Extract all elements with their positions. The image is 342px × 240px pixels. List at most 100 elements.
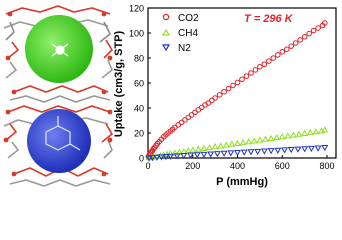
point-n2 xyxy=(307,145,315,152)
point-ch4 xyxy=(189,146,197,153)
legend: CO2 CH4 N2 xyxy=(161,13,199,54)
point-ch4 xyxy=(301,129,309,136)
framework-nodes xyxy=(3,11,113,177)
point-ch4 xyxy=(278,133,286,140)
y-tick-label: 40 xyxy=(134,104,144,114)
point-ch4 xyxy=(273,134,281,141)
y-axis-label: Uptake (cm3/g, STP) xyxy=(113,30,125,137)
mof-structure-illustration xyxy=(3,5,114,187)
point-n2 xyxy=(227,150,235,157)
point-n2 xyxy=(145,155,153,162)
point-n2 xyxy=(162,154,170,161)
point-n2 xyxy=(294,146,302,153)
point-n2 xyxy=(207,151,215,158)
cage-center-ligand-top xyxy=(51,43,69,57)
point-co2 xyxy=(322,20,328,26)
y-tick-label: 80 xyxy=(134,54,144,64)
point-co2 xyxy=(257,63,263,70)
point-n2 xyxy=(301,146,309,153)
point-co2 xyxy=(252,67,259,73)
x-axis-label: P (mmHg) xyxy=(216,176,268,188)
x-tick-label: 800 xyxy=(320,161,335,171)
point-co2 xyxy=(301,33,308,40)
point-n2 xyxy=(274,147,282,154)
legend-item-co2: CO2 xyxy=(162,13,199,24)
point-ch4 xyxy=(217,142,225,149)
point-n2 xyxy=(267,148,275,155)
point-n2 xyxy=(153,154,161,161)
legend-label-co2: CO2 xyxy=(178,13,199,24)
point-n2 xyxy=(193,152,201,159)
point-co2 xyxy=(261,61,268,68)
point-co2 xyxy=(239,76,245,83)
point-ch4 xyxy=(306,129,314,136)
point-co2 xyxy=(270,55,277,61)
point-n2 xyxy=(321,145,329,152)
point-co2 xyxy=(297,37,303,43)
legend-marker-co2 xyxy=(162,13,170,21)
point-n2 xyxy=(180,153,188,160)
point-ch4 xyxy=(312,128,320,135)
legend-item-n2: N2 xyxy=(161,43,191,54)
point-n2 xyxy=(240,149,248,156)
point-co2 xyxy=(248,70,254,76)
point-ch4 xyxy=(222,141,230,148)
point-ch4 xyxy=(239,139,247,146)
point-ch4 xyxy=(256,136,264,143)
point-n2 xyxy=(166,153,174,160)
legend-marker-n2 xyxy=(161,44,171,52)
point-ch4 xyxy=(200,144,208,151)
temperature-annotation: T = 296 K xyxy=(244,13,294,25)
point-ch4 xyxy=(228,140,236,147)
point-co2 xyxy=(288,43,295,49)
point-ch4 xyxy=(295,130,303,137)
point-n2 xyxy=(287,147,295,154)
x-tick-label: 0 xyxy=(145,161,150,171)
point-co2 xyxy=(306,30,312,37)
point-n2 xyxy=(260,148,268,155)
point-ch4 xyxy=(194,145,202,152)
point-co2 xyxy=(275,52,281,58)
point-co2 xyxy=(292,40,299,46)
point-n2 xyxy=(247,149,255,156)
point-n2 xyxy=(187,152,194,159)
point-ch4 xyxy=(290,131,297,138)
point-co2 xyxy=(234,79,241,86)
point-co2 xyxy=(243,73,250,79)
x-tick-label: 600 xyxy=(275,161,290,171)
point-n2 xyxy=(254,148,262,155)
point-ch4 xyxy=(321,126,329,133)
point-ch4 xyxy=(245,138,253,145)
point-ch4 xyxy=(234,139,241,146)
x-tick-label: 200 xyxy=(185,161,200,171)
legend-marker-ch4 xyxy=(161,28,171,36)
point-co2 xyxy=(225,85,232,92)
point-ch4 xyxy=(284,132,292,139)
point-n2 xyxy=(220,150,228,157)
point-ch4 xyxy=(166,150,174,157)
y-tick-label: 120 xyxy=(129,4,144,14)
point-co2 xyxy=(216,92,223,98)
legend-label-n2: N2 xyxy=(178,43,191,54)
point-co2 xyxy=(212,95,218,101)
point-n2 xyxy=(149,155,156,162)
point-ch4 xyxy=(250,137,258,144)
point-n2 xyxy=(157,154,165,161)
point-n2 xyxy=(213,151,221,158)
y-tick-label: 100 xyxy=(129,29,144,39)
point-co2 xyxy=(230,82,236,89)
point-n2 xyxy=(314,145,322,152)
point-n2 xyxy=(173,153,181,160)
x-tick-label: 400 xyxy=(230,161,245,171)
point-co2 xyxy=(266,58,272,64)
blue-cage-sphere xyxy=(27,109,91,173)
cage-center-ligand-bottom xyxy=(45,116,81,151)
point-co2 xyxy=(310,27,317,34)
point-n2 xyxy=(200,151,208,158)
legend-label-ch4: CH4 xyxy=(178,28,198,39)
point-co2 xyxy=(279,48,286,55)
point-ch4 xyxy=(262,135,269,142)
